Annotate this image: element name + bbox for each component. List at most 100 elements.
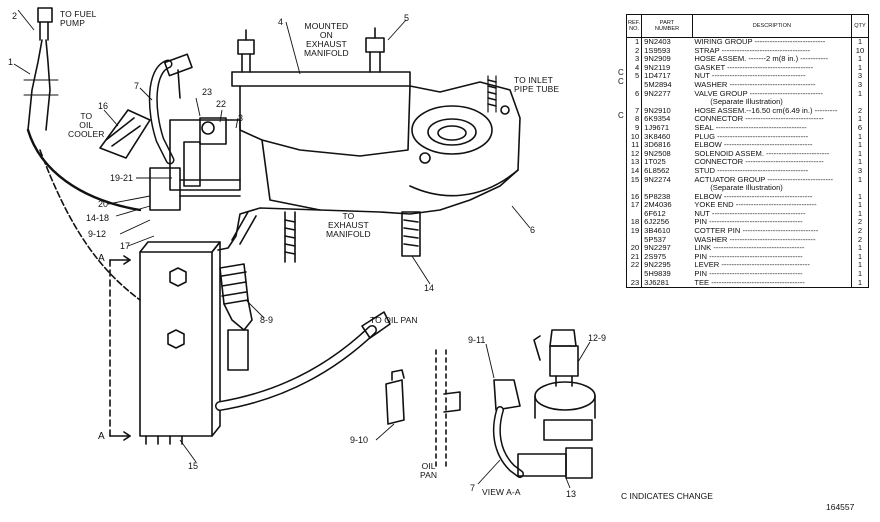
ref-callout: 13 [566, 489, 577, 499]
ref-cell: 23 [625, 278, 643, 289]
ref-cell: 19 [625, 227, 643, 236]
ref-callout: 8-9 [260, 315, 274, 325]
ref-callout: 7 [470, 483, 476, 493]
qty-cell: 1 [850, 192, 870, 202]
description-cell: VALVE GROUP ----------------------------… [694, 89, 823, 98]
table-row: (Separate Illustration) [625, 98, 870, 107]
col-ref: REF. NO. [625, 14, 643, 38]
qty-cell: 2 [850, 218, 870, 228]
ref-cell [625, 209, 643, 219]
qty-cell: 3 [850, 80, 870, 90]
description-cell: HOSE ASSEM. -------2 m(8 in.) ----------… [694, 55, 829, 64]
description-cell: COTTER PIN -----------------------------… [694, 227, 819, 236]
description-cell: CONNECTOR ------------------------------… [694, 158, 824, 167]
qty-cell: 1 [850, 132, 870, 142]
qty-cell: 1 [850, 278, 870, 289]
description-cell: NUT ------------------------------------… [694, 72, 806, 81]
description-cell: ACTUATOR GROUP -------------------------… [694, 175, 834, 184]
table-header-row: REF. NO. PART NUMBER DESCRIPTION QTY [625, 14, 870, 38]
description-cell: GASKET ---------------------------------… [694, 63, 814, 72]
description-cell: PLUG -----------------------------------… [694, 132, 809, 141]
qty-cell: 1 [850, 244, 870, 253]
ref-cell [625, 80, 643, 90]
part-number-cell: 5M2894 [644, 80, 672, 89]
col-part-number: PART NUMBER [641, 14, 693, 38]
ref-cell: 7 [625, 106, 643, 116]
ref-cell [625, 184, 643, 193]
ref-callout: 4 [278, 17, 284, 27]
qty-cell: 2 [850, 106, 870, 116]
ref-callout: 9-11 [468, 335, 486, 345]
part-number-cell: 9N2119 [644, 63, 671, 72]
ref-callout: 19-21 [110, 173, 134, 183]
part-number-cell: 9N2297 [644, 244, 671, 253]
ref-callout: 12-9 [588, 333, 607, 343]
part-number-cell: 2S975 [644, 252, 667, 261]
description-cell: PIN ------------------------------------… [694, 270, 803, 279]
qty-cell: 1 [850, 55, 870, 64]
part-number-cell: 3B4610 [644, 227, 671, 236]
ref-cell: 1 [625, 37, 643, 47]
description-cell: WASHER ---------------------------------… [694, 80, 816, 89]
ref-cell: 15 [625, 175, 643, 185]
description-cell: STUD -----------------------------------… [694, 166, 809, 175]
table-row: (Separate Illustration) [625, 184, 870, 193]
ref-cell: 11 [625, 141, 643, 150]
qty-cell: 1 [850, 89, 870, 99]
part-number-cell: 1D4717 [644, 72, 671, 81]
ref-cell: 17 [625, 201, 643, 210]
description-cell: PIN ------------------------------------… [694, 218, 803, 227]
description-cell: YOKE END -------------------------------… [694, 201, 817, 210]
qty-cell: 1 [850, 175, 870, 185]
callout-oil-pan-top: TO OIL PAN [370, 315, 418, 325]
callout-oil-cooler: TO OIL COOLER [68, 111, 105, 139]
qty-cell: 1 [850, 141, 870, 150]
change-marker: C [618, 77, 624, 86]
section-a-bottom: A [98, 431, 105, 442]
qty-cell: 1 [850, 115, 870, 124]
part-number-cell: 6J2256 [644, 218, 670, 227]
description-cell: STRAP ----------------------------------… [694, 46, 811, 55]
ref-callout: 9-12 [88, 229, 107, 239]
ref-cell: 9 [625, 123, 643, 133]
qty-cell: 2 [850, 235, 870, 245]
qty-cell: 6 [850, 123, 870, 133]
qty-cell: 1 [850, 37, 870, 47]
qty-cell: 1 [850, 261, 870, 271]
ref-cell [625, 98, 643, 107]
qty-cell [850, 98, 870, 107]
ref-cell: 10 [625, 132, 643, 142]
part-number-cell: 9N2909 [644, 55, 671, 64]
part-number-cell: 6F612 [644, 209, 666, 218]
ref-cell: 14 [625, 166, 643, 176]
qty-cell: 1 [850, 63, 870, 73]
ref-callout: 16 [98, 101, 109, 111]
part-number-cell: 9N2295 [644, 261, 671, 270]
description-note: (Separate Illustration) [710, 184, 783, 193]
part-number-cell: 6L8562 [644, 166, 670, 175]
qty-cell: 1 [850, 209, 870, 219]
ref-callout: 14 [424, 283, 435, 293]
description-cell: LINK -----------------------------------… [694, 244, 805, 253]
ref-callout: 20 [98, 199, 109, 209]
callout-inlet: TO INLET PIPE TUBE [514, 75, 560, 94]
ref-cell: 4 [625, 63, 643, 73]
part-number-cell: 9N2274 [644, 175, 671, 184]
